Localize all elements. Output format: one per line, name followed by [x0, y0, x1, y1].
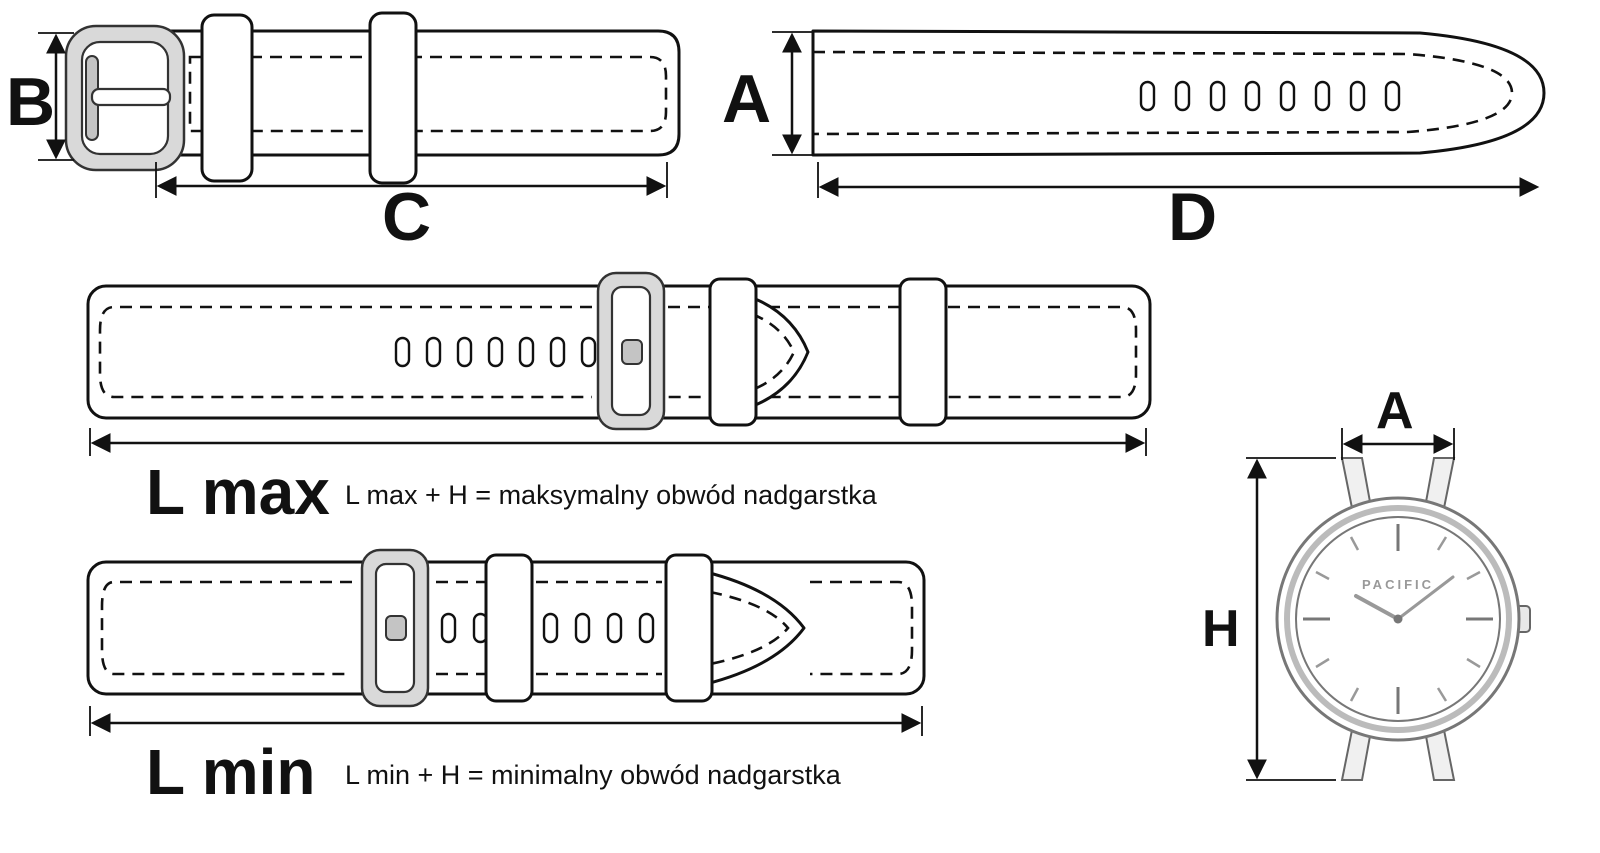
strap-hole	[1139, 80, 1156, 112]
dim-h: H	[1202, 457, 1336, 781]
hour-hand	[1354, 594, 1400, 621]
strap-hole	[542, 612, 559, 644]
strap-hole	[456, 336, 473, 368]
dim-a-watch-label: A	[1376, 382, 1414, 440]
watch-lug	[1424, 728, 1456, 781]
strap-hole	[487, 336, 504, 368]
dim-c: C	[155, 162, 668, 255]
watch-lug	[1424, 457, 1456, 510]
l-max-formula: L max + H = maksymalny obwód nadgarstka	[345, 480, 878, 510]
strap-keeper	[898, 277, 948, 427]
watch-diagram: PACIFIC	[1275, 457, 1531, 781]
dim-b-label: B	[6, 64, 55, 140]
strap-hole	[606, 612, 623, 644]
strap-hole	[1384, 80, 1401, 112]
stitching	[100, 580, 352, 676]
strap-hole	[638, 612, 655, 644]
strap-keeper	[368, 11, 418, 185]
hour-marker	[1315, 657, 1330, 669]
hour-marker	[1315, 570, 1330, 581]
l-min-formula: L min + H = minimalny obwód nadgarstka	[345, 760, 842, 790]
hole-strap-diagram	[811, 29, 1546, 157]
strap-hole	[1244, 80, 1261, 112]
dim-h-label: H	[1202, 600, 1240, 658]
watch-lug	[1340, 457, 1372, 510]
strap-hole	[425, 336, 442, 368]
watch-brand-label: PACIFIC	[1362, 577, 1434, 592]
stitching	[812, 50, 1514, 136]
buckle-prong	[621, 339, 643, 365]
strap-hole	[580, 336, 597, 368]
buckle-strap-diagram	[64, 11, 681, 185]
watch-bezel	[1284, 505, 1512, 733]
strap-tip	[704, 570, 806, 686]
strap-hole	[1174, 80, 1191, 112]
hour-marker	[1466, 570, 1481, 581]
strap-hole	[574, 612, 591, 644]
strap-hole	[1349, 80, 1366, 112]
hands-center-dot	[1393, 614, 1403, 624]
hour-marker	[1349, 536, 1360, 551]
hour-marker	[1466, 657, 1481, 669]
dim-d-label: D	[1168, 179, 1217, 255]
strap-hole	[440, 612, 457, 644]
hour-marker	[1436, 687, 1448, 702]
stitching	[98, 305, 592, 399]
l-min-label: L min	[146, 736, 316, 808]
stitching	[188, 55, 668, 133]
strap-hole	[1279, 80, 1296, 112]
stitching	[810, 580, 914, 676]
strap-keeper	[708, 277, 758, 427]
l-max-diagram	[86, 271, 1152, 431]
strap-keeper	[200, 13, 254, 183]
dim-b: B	[6, 32, 74, 161]
strap-hole	[1314, 80, 1331, 112]
strap-keeper	[664, 553, 714, 703]
dim-c-label: C	[382, 179, 431, 255]
strap-hole	[518, 336, 535, 368]
strap-hole	[394, 336, 411, 368]
buckle-prong	[90, 87, 172, 107]
watch-lug	[1340, 728, 1372, 781]
hour-marker	[1349, 687, 1360, 702]
strap-hole	[549, 336, 566, 368]
hour-markers	[1303, 524, 1493, 714]
strap-hole	[1209, 80, 1226, 112]
hour-marker	[1436, 536, 1448, 551]
buckle-prong	[385, 615, 407, 641]
dim-a-label: A	[722, 61, 771, 137]
strap-keeper	[484, 553, 534, 703]
minute-hand	[1396, 575, 1455, 621]
dim-l-min: L min L min + H = minimalny obwód nadgar…	[89, 706, 923, 808]
dim-d: D	[817, 162, 1540, 255]
stitching	[668, 305, 1138, 399]
l-min-diagram	[86, 548, 926, 708]
dim-a-watch: A	[1341, 382, 1455, 460]
dim-l-max: L max L max + H = maksymalny obwód nadga…	[89, 428, 1147, 528]
strap-tip	[746, 294, 810, 410]
l-max-label: L max	[146, 456, 330, 528]
tip-stitching	[709, 590, 790, 666]
dim-a-strap: A	[722, 31, 812, 156]
